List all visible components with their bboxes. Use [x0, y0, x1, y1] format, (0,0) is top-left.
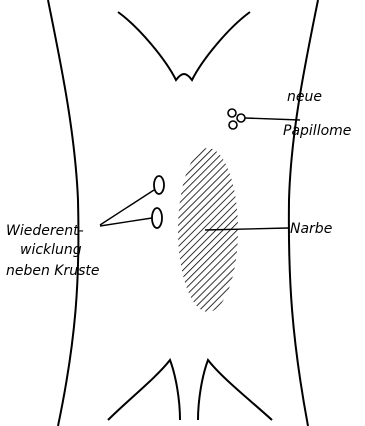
body-outline-right [289, 0, 318, 426]
label-neben-kruste: neben Kruste [6, 263, 100, 279]
papillome-leader-line [245, 118, 300, 120]
redevelopment-oval-1 [154, 176, 164, 194]
bottom-arch-outline [108, 360, 180, 420]
label-narbe: Narbe [290, 221, 332, 237]
bottom-arch-outline-right [198, 360, 272, 420]
wiederentwicklung-leader-line-1 [100, 190, 154, 225]
papilloma-dot-3 [229, 121, 237, 129]
papilloma-dot-1 [228, 109, 236, 117]
label-neue: neue [287, 89, 322, 105]
redevelopment-oval-2 [152, 208, 162, 228]
label-wicklung: wicklung [20, 242, 82, 258]
top-arch-outline [118, 12, 250, 80]
papilloma-dot-2 [237, 114, 245, 122]
label-papillome: Papillome [283, 123, 351, 139]
body-outline-left [48, 0, 78, 426]
label-wiederent: Wiederent- [6, 223, 84, 239]
